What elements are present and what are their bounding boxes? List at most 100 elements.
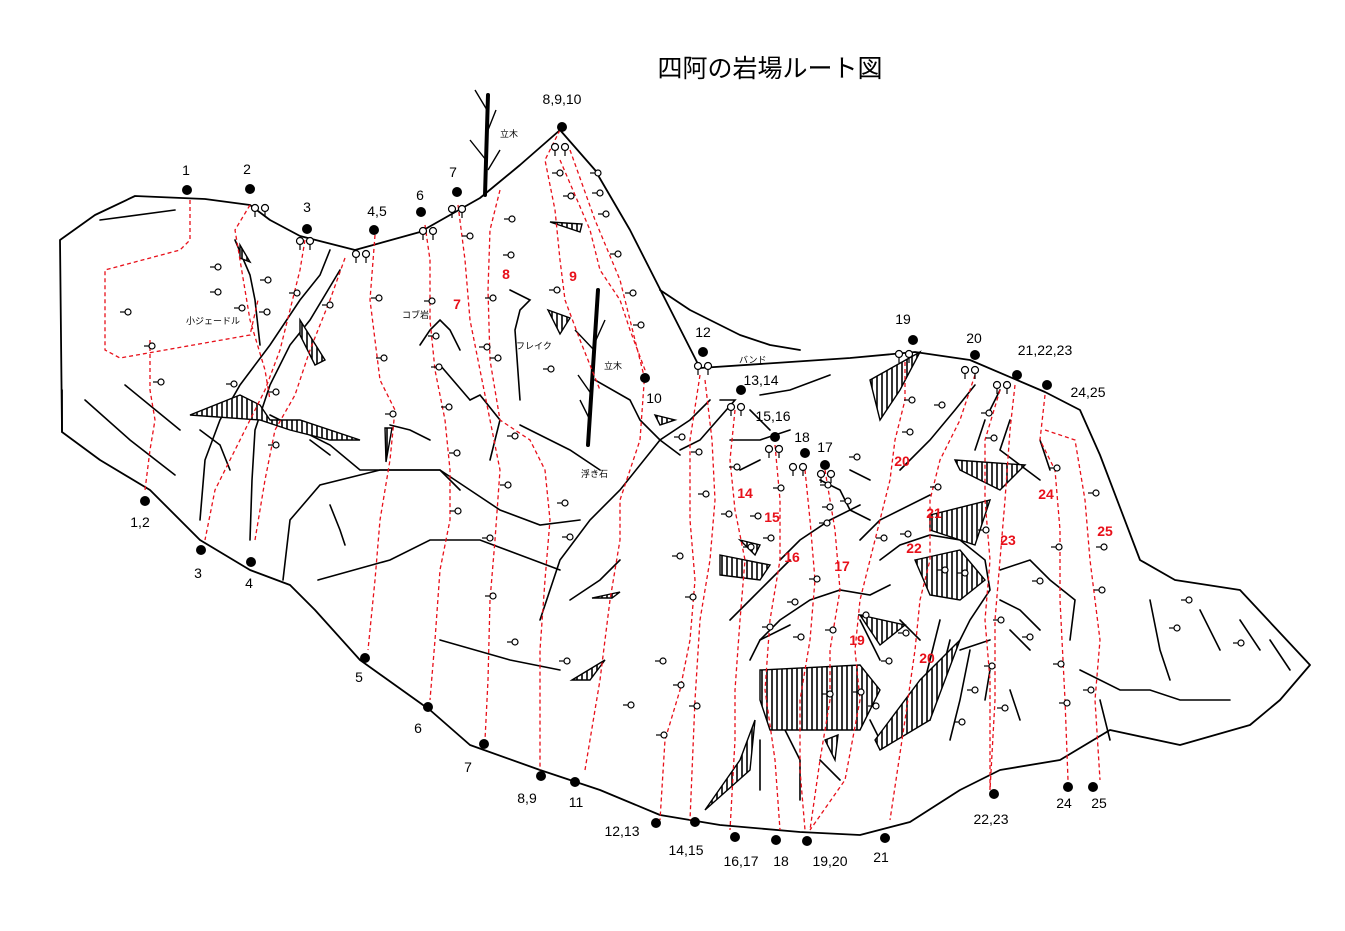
bolt-icon [428,332,440,340]
route-label: 14 [737,485,753,501]
bolt-icon [120,308,132,316]
anchor-icon [764,444,784,458]
bolt-icon [1233,639,1245,647]
bolt-icon [672,552,684,560]
bolt-icon [729,463,741,471]
bolt-icon [563,192,575,200]
bolt-icon [485,592,497,600]
bolt-icon [210,288,222,296]
bolt-icon [441,403,453,411]
route-label: 23 [1000,532,1016,548]
bolt-icon [507,432,519,440]
bolt-icon [876,534,888,542]
bottom-label: 18 [773,853,789,869]
anchor-icon [894,349,914,363]
bolt-icon [385,410,397,418]
bolt-icon [633,321,645,329]
anchor-icon [295,236,315,250]
route-label: 15 [764,509,780,525]
bolt-icon [819,519,831,527]
bolt-icon [289,289,301,297]
tree-top-label: 立木 [500,128,518,140]
top-label: 4,5 [367,203,387,219]
bolt-icon [750,512,762,520]
bolt-icon [655,657,667,665]
bolt-icon [937,566,949,574]
bolt-icon [762,623,774,631]
bolt-icon [450,507,462,515]
bolt-icon [449,449,461,457]
route-label: 22 [906,540,922,556]
bolt-icon [691,448,703,456]
bolt-icon [787,598,799,606]
top-label: 3 [303,199,311,215]
bolt-icon [840,497,852,505]
kobu-label: コブ岩 [402,309,429,321]
anchor-icon [992,380,1012,394]
top-label: 6 [416,187,424,203]
bolt-icon [1181,596,1193,604]
bolt-icon [934,401,946,409]
bolt-icon [900,530,912,538]
bolt-icon [503,251,515,259]
bolt-icon [462,232,474,240]
anchor-icon [788,462,808,476]
top-label: 15,16 [755,408,790,424]
bolt-icon [981,409,993,417]
bolt-icon [598,210,610,218]
bolt-icon [1059,699,1071,707]
anchors [250,142,1012,483]
bolt-icon [485,294,497,302]
anchor-icon [960,365,980,379]
bolt-icon [543,365,555,373]
anchor-icon [250,203,270,217]
route-number-labels: 7 8 9 14 15 16 17 19 20 20 21 22 23 24 2… [453,266,1113,666]
bottom-label: 4 [245,575,253,591]
bolt-icon [507,638,519,646]
bolt-icon [822,690,834,698]
route-label: 21 [926,505,942,521]
bolt-icon [898,629,910,637]
bolt-icon [552,169,564,177]
bolt-icon [268,441,280,449]
top-label: 21,22,23 [1018,342,1073,358]
bolt-icon [698,490,710,498]
top-label: 12 [695,324,711,340]
bolt-icon [809,575,821,583]
bolt-icon [1032,577,1044,585]
bolt-icon [562,533,574,541]
bottom-label: 24 [1056,795,1072,811]
bottom-label: 5 [355,669,363,685]
route-dots [140,122,1098,846]
bolts [120,169,1245,739]
bolt-icon [322,301,334,309]
route-label: 9 [569,268,577,284]
bolt-icon [260,276,272,284]
top-route-labels: 1 2 3 4,5 6 7 8,9,10 12 13,14 15,16 18 1… [182,91,1106,455]
bolt-icon [674,433,686,441]
ukiishi-label: 浮き石 [581,468,608,480]
bolt-icon [479,343,491,351]
bolt-icon [1049,464,1061,472]
bolt-icon [490,354,502,362]
anchor-icon [816,469,836,483]
top-label: 19 [895,311,911,327]
rock-cracks [84,209,1291,801]
bolt-icon [993,616,1005,624]
route-label: 20 [894,453,910,469]
kojedel-label: 小ジェードル [186,316,240,327]
rock-outline [59,129,1311,836]
route-label: 24 [1038,486,1054,502]
overhangs [189,221,1027,811]
bolt-icon [743,543,755,551]
bolt-icon [656,731,668,739]
bottom-route-labels: 1,2 3 4 5 6 7 8,9 11 12,13 14,15 16,17 1… [130,514,1107,869]
bolt-icon [1022,633,1034,641]
bolt-icon [685,593,697,601]
bolt-icon [902,428,914,436]
bottom-label: 1,2 [130,514,150,530]
bolt-icon [853,688,865,696]
bottom-label: 8,9 [517,790,537,806]
bolt-icon [1051,543,1063,551]
bottom-label: 22,23 [973,811,1008,827]
